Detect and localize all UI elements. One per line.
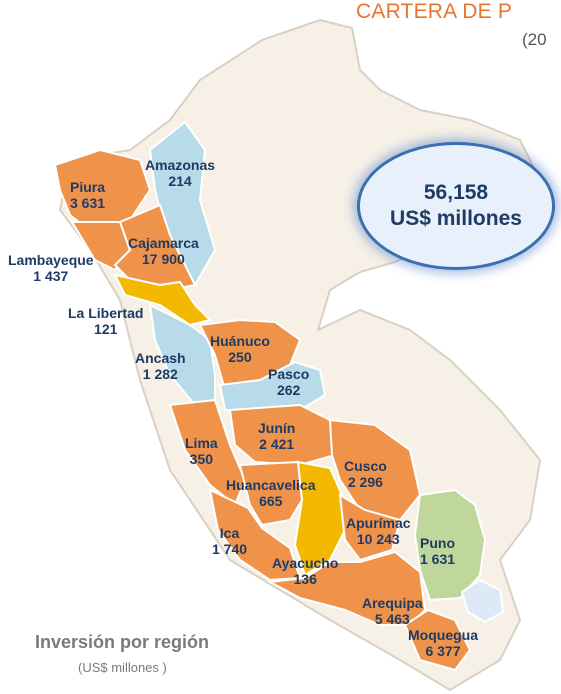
lake-titicaca (460, 578, 505, 624)
region-shape-lima[interactable] (168, 398, 247, 507)
legend-subtitle: (US$ millones ) (78, 660, 167, 675)
map-title: CARTERA DE P (356, 0, 513, 23)
total-investment-bubble: 56,158 US$ millones (357, 142, 555, 270)
total-value: 56,158 (423, 180, 489, 204)
region-shape-moquegua[interactable] (403, 608, 472, 672)
region-shape-la-libertad[interactable] (113, 273, 212, 327)
total-unit: US$ millones (390, 207, 522, 230)
legend-title: Inversión por región (35, 632, 210, 652)
region-shape-ayacucho[interactable] (293, 460, 347, 577)
region-shape-arequipa[interactable] (266, 550, 427, 626)
map-subtitle: (20 (522, 30, 547, 49)
region-shape-apurimac[interactable] (338, 493, 402, 562)
region-shape-junin[interactable] (228, 403, 337, 467)
